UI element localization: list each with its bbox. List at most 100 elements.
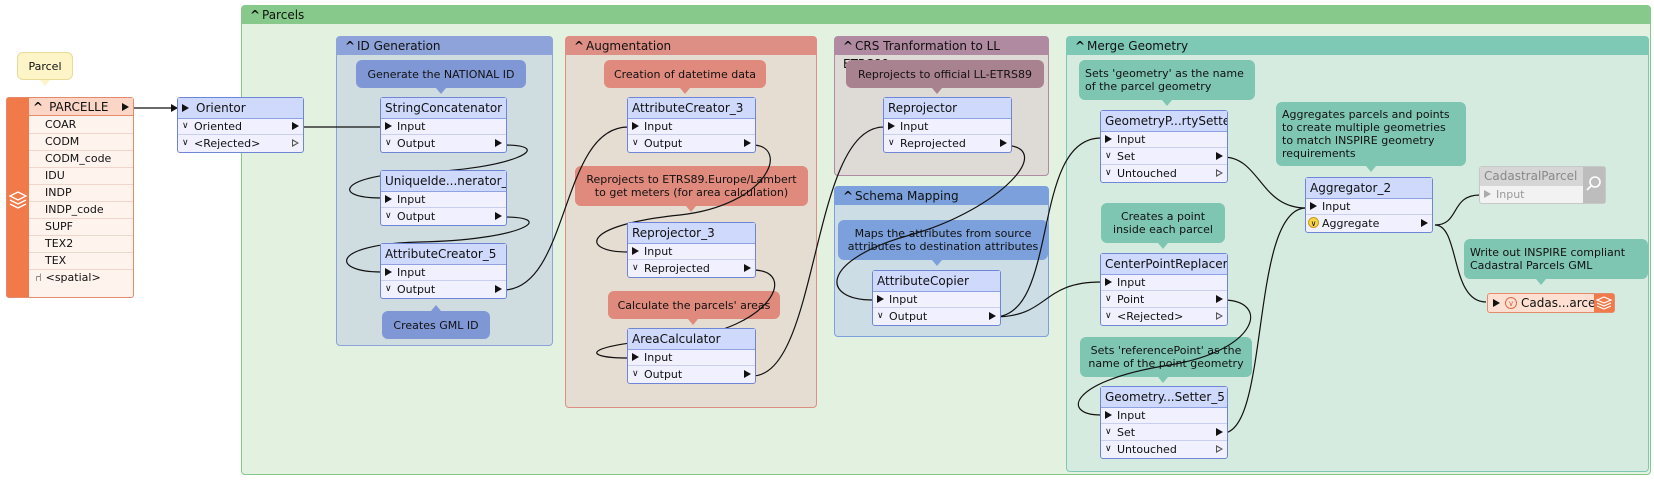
collapse-caret-icon[interactable]: ^	[345, 39, 356, 53]
input-port[interactable]: Input	[628, 243, 755, 260]
chevron-down-icon[interactable]: ∨	[888, 138, 895, 148]
input-port[interactable]: Input	[1306, 198, 1432, 215]
output-port-arrow[interactable]	[744, 139, 751, 147]
output-port[interactable]: ∨Output	[873, 308, 1000, 325]
output-port[interactable]: ∨<Rejected>	[178, 135, 303, 152]
transformer-reprojector-3[interactable]: Reprojector_3 Input ∨Reprojected	[627, 222, 756, 278]
input-port[interactable]: Input	[1101, 131, 1227, 148]
input-port-arrow[interactable]	[1105, 411, 1112, 419]
chevron-down-icon[interactable]: ∨	[1105, 168, 1112, 178]
input-port-arrow[interactable]	[888, 122, 895, 130]
chevron-down-icon[interactable]: ∨	[877, 311, 884, 321]
chevron-down-icon[interactable]: ∨	[1105, 427, 1112, 437]
annotation-national-id[interactable]: Generate the NATIONAL ID	[356, 60, 526, 88]
annotation-aggregates[interactable]: Aggregates parcels and points to create …	[1276, 102, 1466, 166]
chevron-down-icon[interactable]: ∨	[1105, 444, 1112, 454]
reader-header[interactable]: ^PARCELLE	[29, 98, 133, 116]
annotation-datetime[interactable]: Creation of datetime data	[604, 60, 766, 88]
collapse-caret-icon[interactable]: ^	[843, 39, 854, 53]
annotation-geometry-name[interactable]: Sets 'geometry' as the name of the parce…	[1079, 60, 1255, 100]
transformer-attributecreator-5[interactable]: AttributeCreator_5 Input ∨Output	[380, 243, 507, 299]
transformer-geometrypropertysetter[interactable]: GeometryP...rtySetter Input ∨Set ∨Untouc…	[1100, 110, 1228, 183]
transformer-header[interactable]: StringConcatenator	[381, 98, 506, 119]
output-port[interactable]: ∨Reprojected	[884, 135, 1011, 152]
output-port-arrow[interactable]	[989, 312, 996, 320]
input-port-arrow[interactable]	[1484, 190, 1491, 198]
transformer-header[interactable]: Reprojector_3	[628, 223, 755, 244]
input-port[interactable]: Input	[1480, 186, 1584, 203]
chevron-down-icon[interactable]: ∨	[1105, 294, 1112, 304]
collapse-caret-icon[interactable]: ^	[33, 100, 44, 114]
transformer-header[interactable]: GeometryP...rtySetter	[1101, 111, 1227, 132]
output-port-arrow[interactable]	[1216, 295, 1223, 303]
output-port-arrow[interactable]	[495, 139, 502, 147]
input-port-arrow[interactable]	[632, 247, 639, 255]
chevron-down-icon[interactable]: ∨	[182, 138, 189, 148]
output-port-arrow[interactable]	[744, 370, 751, 378]
writer-featuretype-disabled[interactable]: CadastralParcel Input	[1479, 166, 1606, 204]
output-port[interactable]: ∨Output	[628, 135, 755, 152]
bookmark-crs-transformation[interactable]: ^CRS Tranformation to LL ETRS89	[834, 36, 1049, 176]
annotation-gml-id[interactable]: Creates GML ID	[382, 311, 490, 339]
input-port-arrow[interactable]	[877, 295, 884, 303]
input-port[interactable]: Input	[884, 118, 1011, 135]
writer-featuretype[interactable]: ∨ Cadas...arcel	[1487, 293, 1615, 313]
output-port[interactable]: ∨Aggregate	[1306, 215, 1432, 232]
input-port-arrow[interactable]	[1105, 135, 1112, 143]
transformer-aggregator-2[interactable]: Aggregator_2 Input ∨Aggregate	[1305, 177, 1433, 233]
chevron-down-icon[interactable]: ∨	[632, 263, 639, 273]
output-port-arrow[interactable]	[1216, 169, 1223, 177]
input-port[interactable]: Input	[1101, 407, 1227, 424]
transformer-header[interactable]: AttributeCopier	[873, 271, 1000, 292]
bookmark-augmentation-header[interactable]: ^Augmentation	[566, 37, 816, 55]
output-port[interactable]: ∨Untouched	[1101, 165, 1227, 182]
writer-disabled-header[interactable]: CadastralParcel	[1480, 167, 1584, 186]
transformer-header[interactable]: AttributeCreator_3	[628, 98, 755, 119]
transformer-header[interactable]: Orientor	[178, 98, 303, 119]
input-port[interactable]: Input	[873, 291, 1000, 308]
input-port-arrow[interactable]	[385, 195, 392, 203]
transformer-header[interactable]: Reprojector	[884, 98, 1011, 119]
annotation-write-out[interactable]: Write out INSPIRE compliant Cadastral Pa…	[1464, 239, 1648, 279]
output-port[interactable]: ∨Oriented	[178, 118, 303, 135]
output-port-arrow[interactable]	[1216, 445, 1223, 453]
transformer-orientor[interactable]: Orientor ∨Oriented ∨<Rejected>	[177, 97, 304, 153]
transformer-reprojector[interactable]: Reprojector Input ∨Reprojected	[883, 97, 1012, 153]
output-port-arrow[interactable]	[495, 285, 502, 293]
annotation-area[interactable]: Calculate the parcels' areas	[608, 291, 780, 319]
transformer-centerpointreplacer[interactable]: CenterPointReplacer Input ∨Point ∨<Rejec…	[1100, 253, 1228, 326]
annotation-reproject-ll[interactable]: Reprojects to official LL-ETRS89	[846, 60, 1044, 88]
collapse-caret-icon[interactable]: ^	[250, 8, 261, 22]
chevron-down-icon[interactable]: ∨	[385, 138, 392, 148]
reader-handle[interactable]	[7, 98, 29, 297]
chevron-down-icon[interactable]: ∨	[385, 284, 392, 294]
transformer-areacalculator[interactable]: AreaCalculator Input ∨Output	[627, 328, 756, 384]
output-port-arrow[interactable]	[495, 212, 502, 220]
output-port[interactable]: ∨Reprojected	[628, 260, 755, 277]
input-port-arrow[interactable]	[182, 104, 189, 112]
annotation-reference-point[interactable]: Sets 'referencePoint' as the name of the…	[1080, 337, 1252, 377]
collapse-caret-icon[interactable]: ^	[843, 189, 854, 203]
output-port[interactable]: ∨<Rejected>	[1101, 308, 1227, 325]
collapse-caret-icon[interactable]: ^	[1075, 39, 1086, 53]
transformer-header[interactable]: Aggregator_2	[1306, 178, 1432, 199]
output-port[interactable]: ∨Point	[1101, 291, 1227, 308]
output-port-arrow[interactable]	[1000, 139, 1007, 147]
output-port[interactable]: ∨Untouched	[1101, 441, 1227, 458]
chevron-down-icon[interactable]: ∨	[1105, 311, 1112, 321]
chevron-circle-icon[interactable]: ∨	[1308, 217, 1319, 228]
transformer-uniqueidentifiergenerator[interactable]: UniqueIde...nerator_2 Input ∨Output	[380, 170, 507, 226]
input-port[interactable]: Input	[628, 349, 755, 366]
annotation-parcel[interactable]: Parcel	[17, 52, 73, 80]
output-port[interactable]: ∨Output	[381, 281, 506, 298]
transformer-header[interactable]: AttributeCreator_5	[381, 244, 506, 265]
output-port[interactable]: ∨Output	[381, 208, 506, 225]
output-port-arrow[interactable]	[1216, 428, 1223, 436]
chevron-down-icon[interactable]: ∨	[1105, 151, 1112, 161]
input-port[interactable]: Input	[381, 118, 506, 135]
annotation-point[interactable]: Creates a point inside each parcel	[1101, 203, 1225, 243]
output-port[interactable]: ∨Output	[381, 135, 506, 152]
transformer-attributecopier[interactable]: AttributeCopier Input ∨Output	[872, 270, 1001, 326]
input-port[interactable]: Input	[381, 191, 506, 208]
input-port[interactable]: Input	[1101, 274, 1227, 291]
